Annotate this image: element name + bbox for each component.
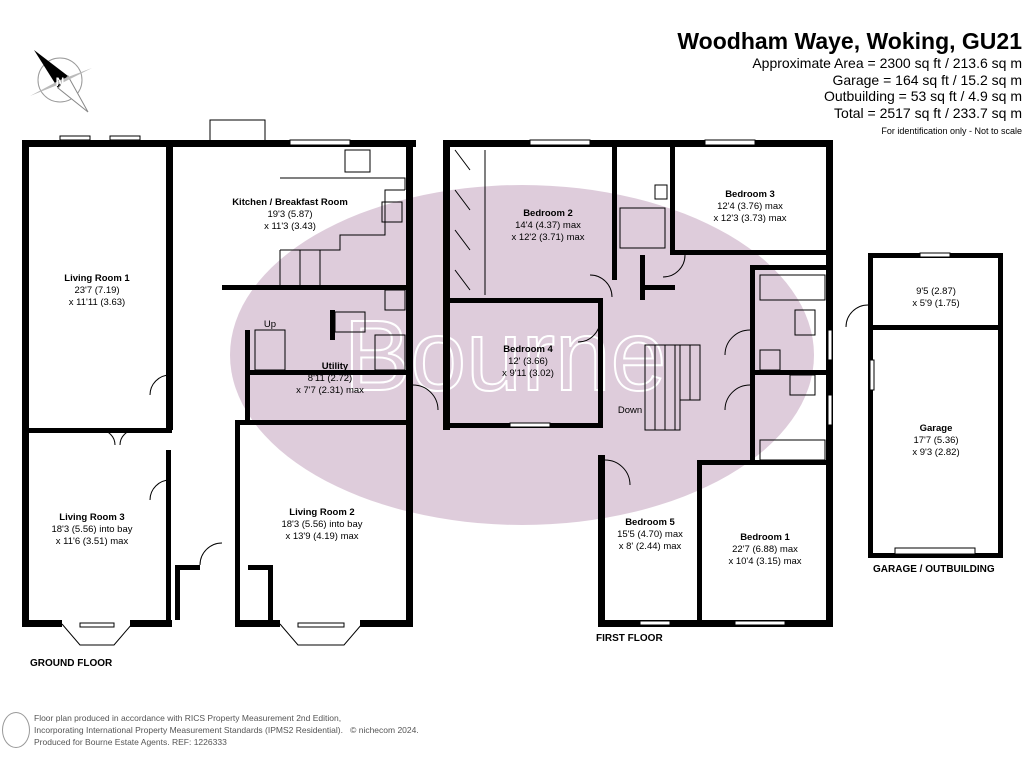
room-dimension: x 8' (2.44) max <box>619 541 682 552</box>
room-dimension: 18'3 (5.56) into bay <box>51 524 132 535</box>
person-icon <box>2 712 30 748</box>
room-dimension: x 11'11 (3.63) <box>69 297 125 308</box>
ground-floor-walls: Up <box>22 119 439 646</box>
room-bedroom-1: Bedroom 1 22'7 (6.88) max x 10'4 (3.15) … <box>728 532 801 567</box>
first-floor-label: FIRST FLOOR <box>596 633 663 644</box>
area-total: Total = 2517 sq ft / 233.7 sq m <box>834 104 1022 121</box>
room-bedroom-2: Bedroom 2 14'4 (4.37) max x 12'2 (3.71) … <box>511 208 584 243</box>
room-name: Bedroom 2 <box>523 208 573 219</box>
room-dimension: 18'3 (5.56) into bay <box>281 519 362 530</box>
room-dimension: 22'7 (6.88) max <box>732 544 798 555</box>
room-name: Kitchen / Breakfast Room <box>232 197 348 208</box>
room-dimension: 12' (3.66) <box>508 356 548 367</box>
room-dimension: x 9'3 (2.82) <box>912 447 959 458</box>
stairs-down-label: Down <box>618 405 642 416</box>
footer-line: Floor plan produced in accordance with R… <box>34 713 342 723</box>
room-name: Utility <box>322 361 349 372</box>
room-kitchen: Kitchen / Breakfast Room 19'3 (5.87) x 1… <box>232 197 348 232</box>
room-living-room-3: Living Room 3 18'3 (5.56) into bay x 11'… <box>51 512 132 547</box>
compass-icon: N <box>30 50 92 113</box>
garage-floor-label: GARAGE / OUTBUILDING <box>873 564 995 575</box>
room-bedroom-3: Bedroom 3 12'4 (3.76) max x 12'3 (3.73) … <box>713 189 786 224</box>
first-floor-walls: Down <box>443 139 833 627</box>
room-dimension: 23'7 (7.19) <box>74 285 119 296</box>
room-name: Living Room 1 <box>64 273 130 284</box>
footer-line: Incorporating International Property Mea… <box>34 725 343 735</box>
room-garage: Garage 17'7 (5.36) x 9'3 (2.82) <box>912 423 959 458</box>
room-outbuilding: 9'5 (2.87) x 5'9 (1.75) <box>912 286 959 309</box>
copyright: © nichecom 2024. <box>350 725 419 735</box>
room-living-room-1: Living Room 1 23'7 (7.19) x 11'11 (3.63) <box>64 273 130 308</box>
room-dimension: x 9'11 (3.02) <box>502 368 554 379</box>
room-living-room-2: Living Room 2 18'3 (5.56) into bay x 13'… <box>281 507 362 542</box>
room-dimension: x 13'9 (4.19) max <box>285 531 358 542</box>
watermark-text: Bourne <box>344 300 666 412</box>
room-bedroom-4: Bedroom 4 12' (3.66) x 9'11 (3.02) <box>502 344 554 379</box>
room-dimension: 9'5 (2.87) <box>916 286 956 297</box>
room-dimension: x 5'9 (1.75) <box>912 298 959 309</box>
area-garage: Garage = 164 sq ft / 15.2 sq m <box>832 71 1023 88</box>
room-name: Bedroom 5 <box>625 517 675 528</box>
room-dimension: x 12'3 (3.73) max <box>713 213 786 224</box>
room-dimension: 17'7 (5.36) <box>913 435 958 446</box>
room-dimension: 14'4 (4.37) max <box>515 220 581 231</box>
footer-line: Produced for Bourne Estate Agents. REF: … <box>34 737 227 747</box>
room-dimension: x 11'6 (3.51) max <box>56 536 129 547</box>
watermark-ellipse <box>230 185 814 525</box>
room-dimension: x 7'7 (2.31) max <box>296 385 364 396</box>
room-name: Living Room 3 <box>59 512 124 523</box>
property-header: Woodham Waye, Woking, GU21 Approximate A… <box>624 28 1024 136</box>
room-dimension: 8'11 (2.72) <box>308 373 352 384</box>
room-name: Bedroom 1 <box>740 532 790 543</box>
garage-walls <box>845 252 1003 558</box>
room-name: Living Room 2 <box>289 507 354 518</box>
ground-floor-label: GROUND FLOOR <box>30 658 113 669</box>
area-approximate: Approximate Area = 2300 sq ft / 213.6 sq… <box>752 55 1022 71</box>
compass-north-label: N <box>56 75 65 89</box>
room-name: Garage <box>920 423 953 434</box>
property-title: Woodham Waye, Woking, GU21 <box>677 28 1022 54</box>
room-name: Bedroom 4 <box>503 344 553 355</box>
room-bedroom-5: Bedroom 5 15'5 (4.70) max x 8' (2.44) ma… <box>617 517 683 552</box>
room-name: Bedroom 3 <box>725 189 775 200</box>
room-utility: Utility 8'11 (2.72) x 7'7 (2.31) max <box>296 361 364 396</box>
scale-note: For identification only - Not to scale <box>881 126 1022 136</box>
stairs-up-label: Up <box>264 319 276 330</box>
room-dimension: 15'5 (4.70) max <box>617 529 683 540</box>
room-dimension: 19'3 (5.87) <box>267 209 312 220</box>
footer: Floor plan produced in accordance with R… <box>34 712 419 748</box>
room-dimension: x 11'3 (3.43) <box>264 221 316 232</box>
room-dimension: x 10'4 (3.15) max <box>728 556 801 567</box>
room-dimension: 12'4 (3.76) max <box>717 201 783 212</box>
room-dimension: x 12'2 (3.71) max <box>511 232 584 243</box>
area-outbuilding: Outbuilding = 53 sq ft / 4.9 sq m <box>823 88 1022 104</box>
